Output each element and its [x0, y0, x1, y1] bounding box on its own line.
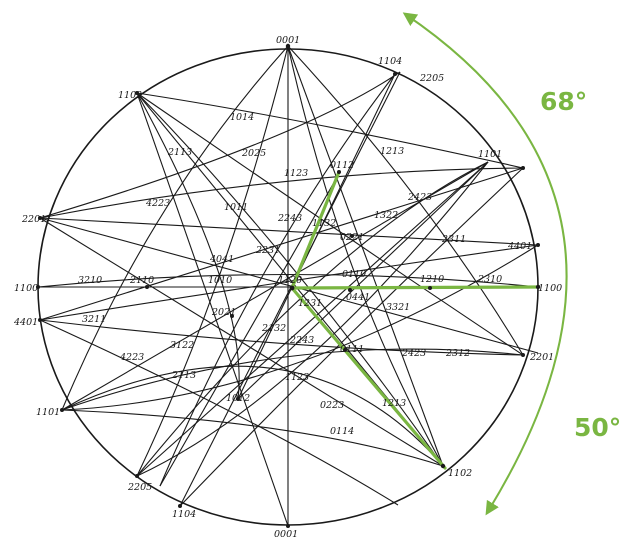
pole-points	[36, 43, 541, 528]
pole-label: 1322	[374, 210, 398, 221]
pole-label: 1132	[312, 218, 336, 229]
pole-label: 0001	[274, 529, 298, 540]
pole-label: 2243	[277, 213, 302, 224]
pole-label: 2201	[21, 214, 46, 225]
pole-label: 1101	[36, 407, 60, 418]
pole-label: 2311	[441, 234, 466, 245]
pole-label: 1102	[448, 468, 472, 479]
pole-label: 4401	[13, 317, 38, 328]
pole-label: 2201	[529, 352, 554, 363]
pole-label: 1104	[378, 56, 402, 67]
pole-label: 2021	[211, 307, 236, 318]
pole-label: 1102	[118, 90, 142, 101]
pole-label: 1012	[226, 393, 250, 404]
pole-label: 3210	[78, 275, 102, 286]
pole-label: 2231	[255, 245, 280, 256]
pole-label: 1104	[172, 509, 196, 520]
direction-0112	[290, 170, 341, 290]
angle-arrow	[402, 12, 568, 516]
pole-label: 2132	[261, 323, 286, 334]
pole-label: 1100	[538, 283, 562, 294]
pole-label: 2110	[129, 275, 154, 286]
angle-label-upper: 68°	[540, 87, 587, 116]
pole-label: 1213	[382, 398, 406, 409]
pole-label: 2243	[289, 335, 314, 346]
pole-label: 1011	[224, 202, 248, 213]
pole-label: 3211	[82, 314, 106, 325]
direction-1100	[290, 285, 540, 290]
pole-label: 4401	[507, 241, 532, 252]
pole-label: 2205	[127, 482, 152, 493]
angle-label-lower: 50°	[574, 413, 621, 442]
pole-label: 3122	[170, 340, 194, 351]
pole-label: 2423	[407, 192, 432, 203]
pole-label: 1100	[14, 283, 38, 294]
pole-label: 4223	[119, 352, 144, 363]
pole-label: 4041	[209, 254, 234, 265]
pole-label: 1123	[285, 372, 309, 383]
pole-label: 1123	[284, 168, 308, 179]
pole-label: 0114	[330, 426, 354, 437]
pole-label: 1010	[208, 275, 232, 286]
pole-label: 0111	[340, 344, 364, 355]
pole-label: 2205	[419, 73, 444, 84]
pole-label: 1120	[278, 275, 302, 286]
pole-label: 4223	[145, 198, 170, 209]
pole-label: 1213	[380, 146, 404, 157]
pole-label: 0223	[320, 400, 344, 411]
pole-label: 2423	[401, 348, 426, 359]
pole-label: 0441	[346, 292, 370, 303]
pole-label: 1210	[420, 274, 444, 285]
pole-label: 1014	[230, 112, 254, 123]
pole-labels: 0001 1104 2205 1102 1014 2113 2025 1123 …	[13, 35, 562, 540]
pole-label: 2025	[241, 148, 266, 159]
pole-label: 2312	[445, 348, 470, 359]
pole-label: 2113	[167, 147, 192, 158]
pole-label: 1101	[478, 149, 502, 160]
pole-label: 0112	[330, 160, 354, 171]
pole-label: 3321	[386, 302, 410, 313]
pole-label: 1231	[298, 298, 322, 309]
pole-label: 0001	[276, 35, 300, 46]
pole-label: 2310	[477, 274, 502, 285]
pole-label: 0110	[342, 269, 366, 280]
pole-label: 2113	[171, 370, 196, 381]
pole-label: 0221	[340, 232, 364, 243]
